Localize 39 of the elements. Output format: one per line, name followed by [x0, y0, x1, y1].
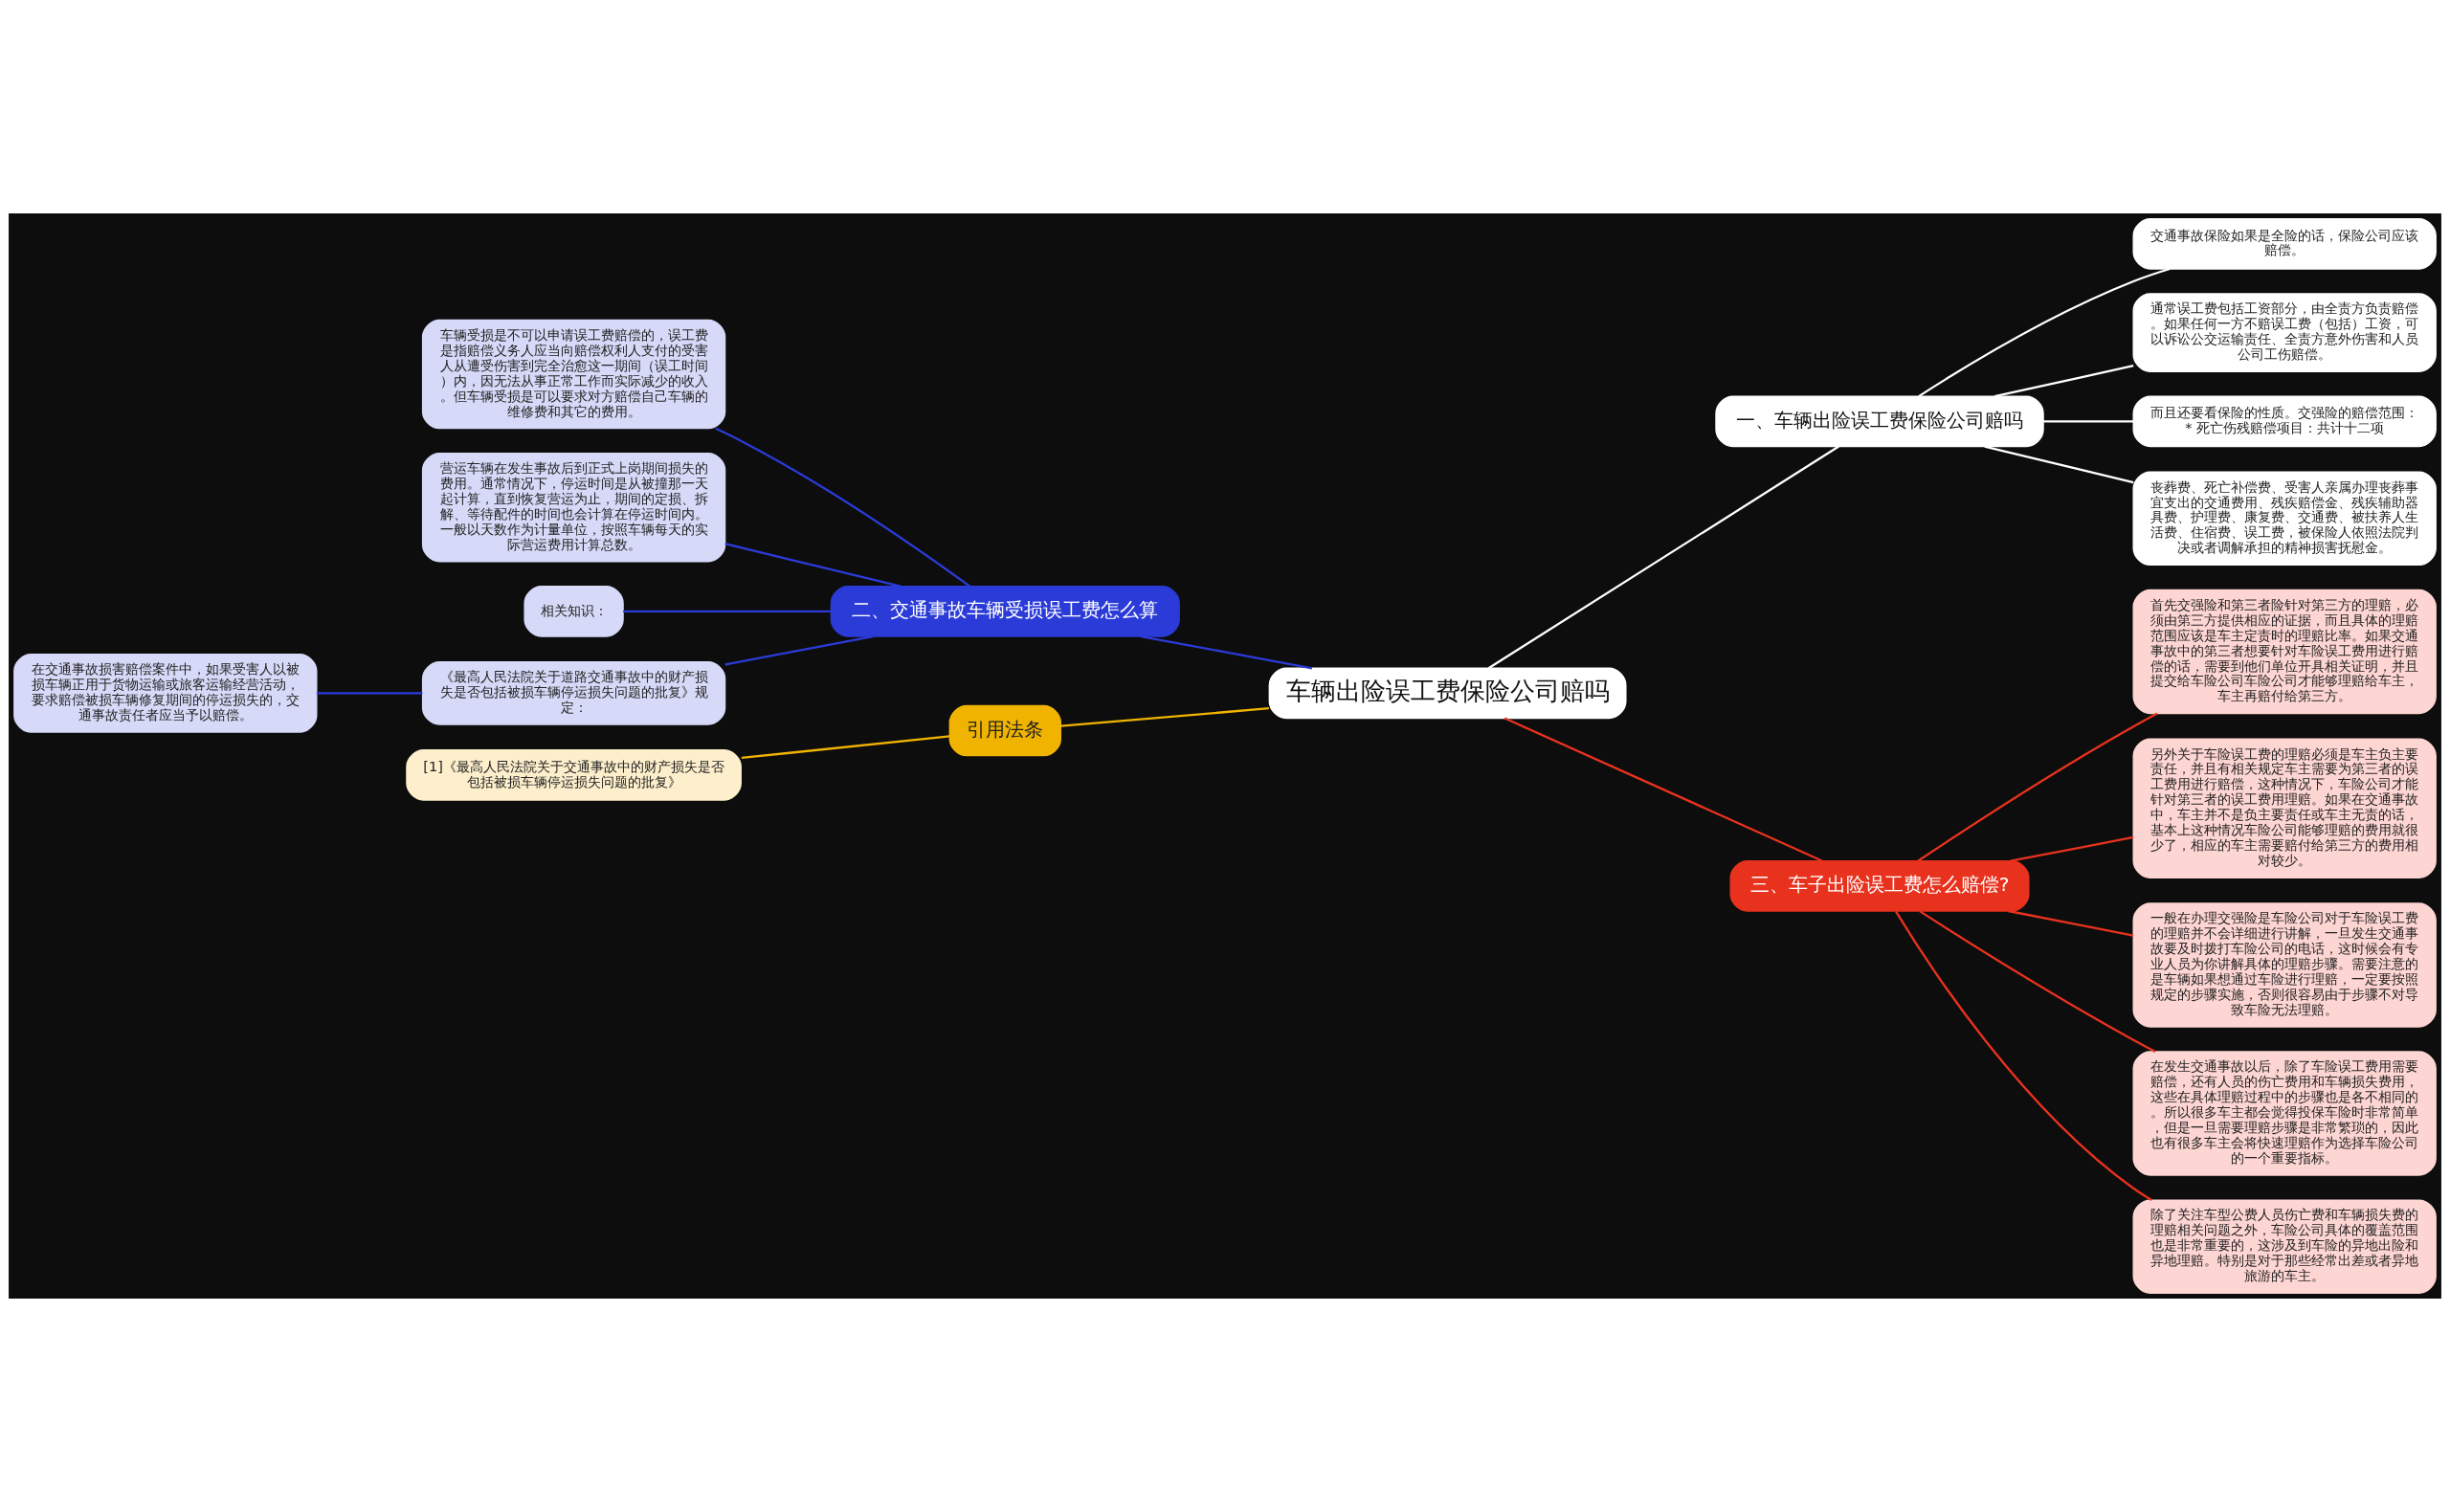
node-box: 通常误工费包括工资部分，由全责方负责赔偿。如果任何一方不赔误工费（包括）工资，可以诉讼公交运输责任、全责方意外伤害和人员公司工伤赔偿。	[2132, 293, 2437, 372]
connector	[1984, 445, 2134, 484]
node-box: 三、车子出险误工费怎么赔偿?	[1729, 860, 2030, 912]
node-box: 车辆受损是不可以申请误工费赔偿的，误工费是指赔偿义务人应当向赔偿权利人支付的受害人从遭受伤害到完全治愈这一期间（误工时间）内，因无法从事正常工作而实际减少的收入。但车辆受损是可以要求对方赔偿自己车辆的维修费和其它的费用。	[421, 319, 726, 430]
connector	[715, 427, 971, 588]
connector	[1140, 634, 1313, 670]
connector	[1917, 712, 2158, 862]
node-box: 在交通事故损害赔偿案件中，如果受害人以被损车辆正用于货物运输或旅客运输经营活动，要求赔偿被损车辆修复期间的停运损失的，交通事故责任者应当予以赔偿。	[13, 654, 318, 733]
connector	[1918, 267, 2171, 398]
node-box: 一、车辆出险误工费保险公司赔吗	[1715, 395, 2044, 448]
node-box: 营运车辆在发生事故后到正式上岗期间损失的费用。通常情况下，停运时间是从被撞那一天起计算，直到恢复营运为止，期间的定损、拆解、等待配件的时间也会计算在停运时间内。一般以天数作为计量单位，按照车辆每天的实际营运费用计算总数。	[421, 453, 726, 563]
connector	[741, 735, 950, 760]
node-box: [1]《最高人民法院关于交通事故中的财产损失是否包括被损车辆停运损失问题的批复》	[406, 749, 742, 801]
connector	[724, 634, 874, 666]
node-box: 而且还要看保险的性质。交强险的赔偿范围： * 死亡伤残赔偿项目：共计十二项	[2132, 395, 2437, 448]
connector	[1503, 717, 1823, 862]
node-box: 丧葬费、死亡补偿费、受害人亲属办理丧葬事宜支出的交通费用、残疾赔偿金、残疾辅助器具费、护理费、康复费、交通费、被扶养人生活费、住宿费、误工费，被保险人依照法院判决或者调解承担的精神损害抚慰金。	[2132, 471, 2437, 567]
node-box: 另外关于车险误工费的理赔必须是车主负主要责任，并且有相关规定车主需要为第三者的误工费用进行赔偿，这种情况下，车险公司才能针对第三者的误工费用理赔。如果在交通事故中，车主并不是负主要责任或车主无责的话，基本上这种情况车险公司能够理赔的费用就很少了，相应的车主需要赔付给第三方的费用相对较少。	[2132, 738, 2437, 878]
node-box: 在发生交通事故以后，除了车险误工费用需要赔偿，还有人员的伤亡费用和车辆损失费用，这些在具体理赔过程中的步骤也是各不相同的。所以很多车主都会觉得投保车险时非常简单，但是一旦需要理赔步骤是非常繁琐的，因此也有很多车主会将快速理赔作为选择车险公司的一个重要指标。	[2132, 1051, 2437, 1176]
connector	[623, 610, 832, 613]
connector	[1919, 910, 2156, 1053]
node-box: 《最高人民法院关于道路交通事故中的财产损失是否包括被损车辆停运损失问题的批复》规定：	[421, 661, 726, 725]
connector	[724, 543, 902, 588]
connector	[316, 692, 423, 695]
node-box: 相关知识：	[523, 586, 624, 637]
node-box: 一般在办理交强险是车险公司对于车险误工费的理赔并不会详细进行讲解，一旦发生交通事故要及时拨打车险公司的电话，这时候会有专业人员为你讲解具体的理赔步骤。需要注意的是车辆如果想通过车险进行理赔，一定要按照规定的步骤实施，否则很容易由于步骤不对导致车险无法理赔。	[2132, 902, 2437, 1028]
connector	[2008, 909, 2134, 937]
node-box: 交通事故保险如果是全险的话，保险公司应该赔偿。	[2132, 218, 2437, 270]
connector	[2010, 835, 2134, 862]
connector	[1993, 365, 2134, 398]
connector	[1487, 445, 1839, 670]
connector	[2043, 420, 2133, 423]
connector	[1060, 707, 1270, 727]
connector	[1894, 910, 2152, 1202]
node-box: 车辆出险误工费保险公司赔吗	[1268, 667, 1627, 720]
node-box: 除了关注车型公费人员伤亡费和车辆损失费的理赔相关问题之外，车险公司具体的覆盖范围也是非常重要的，这涉及到车险的异地出险和异地理赔。特别是对于那些经常出差或者异地旅游的车主。	[2132, 1199, 2437, 1294]
node-box: 二、交通事故车辆受损误工费怎么算	[830, 586, 1180, 637]
node-box: 引用法条	[948, 704, 1061, 757]
node-box: 首先交强险和第三者险针对第三方的理赔，必须由第三方提供相应的证据，而且具体的理赔范围应该是车主定责时的理赔比率。如果交通事故中的第三者想要针对车险误工费用进行赔偿的话，需要到他们单位开具相关证明，并且提交给车险公司车险公司才能够理赔给车主，车主再赔付给第三方。	[2132, 589, 2437, 715]
